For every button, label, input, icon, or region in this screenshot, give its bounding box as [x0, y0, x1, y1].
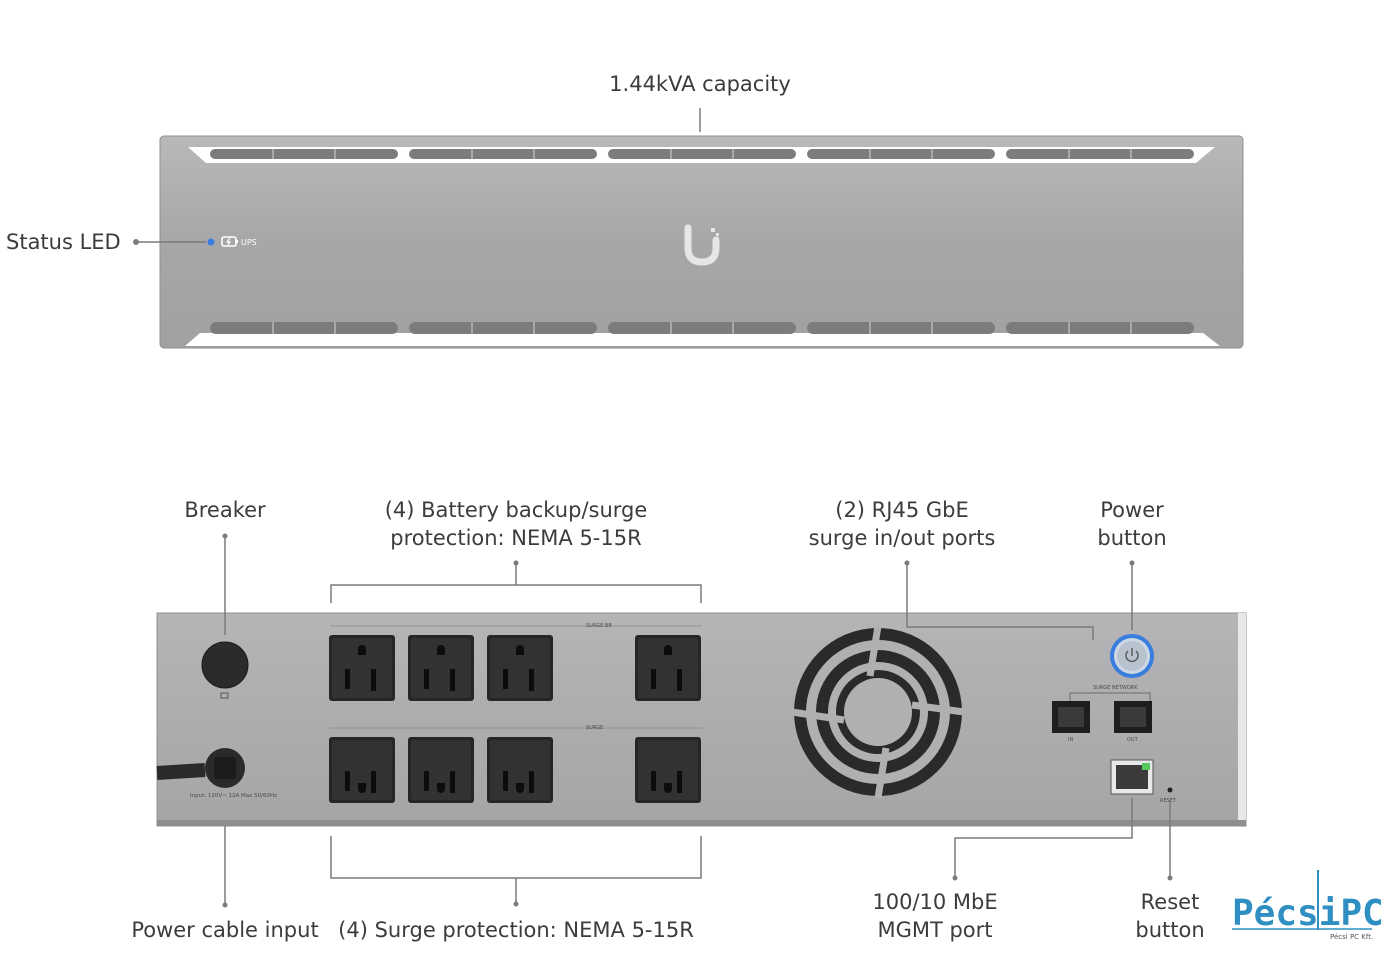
nema-outlet-icon	[408, 635, 474, 701]
status-led-label: Status LED	[6, 230, 121, 254]
nema-outlet-icon	[635, 737, 701, 803]
in-text: IN	[1068, 737, 1073, 743]
rj45-ports-label: (2) RJ45 GbE surge in/out ports	[808, 498, 996, 550]
battery-outlets-label: (4) Battery backup/surge protection: NEM…	[384, 498, 648, 550]
power-button-label: Power button	[1097, 498, 1167, 550]
reset-button-label: Reset button	[1135, 890, 1205, 942]
nema-outlet-icon	[487, 635, 553, 701]
breaker-label: Breaker	[184, 498, 266, 522]
surge-network-text: SURGE NETWORK	[1093, 685, 1138, 691]
power-inlet-icon	[156, 748, 245, 788]
surge-bb-text: SURGE BB	[586, 623, 612, 629]
rj45-out-port-icon	[1114, 701, 1152, 733]
logo-sub-text: Pécsi PC Kft.	[1330, 933, 1373, 941]
input-rating-text: Input: 120V~ 12A Max 50/60Hz	[190, 793, 277, 799]
fan-icon	[791, 625, 965, 799]
out-text: OUT	[1127, 737, 1139, 743]
power-button-icon	[1110, 634, 1154, 678]
pecsipc-logo: PécsiPC Pécsi PC Kft.	[1232, 870, 1384, 941]
ups-text: UPS	[241, 238, 257, 247]
nema-outlet-icon	[408, 737, 474, 803]
status-led-icon	[207, 238, 215, 246]
mgmt-port-label: 100/10 MbE MGMT port	[872, 890, 998, 942]
logo-text: PécsiPC	[1232, 893, 1384, 934]
front-bottom-vents	[210, 322, 1194, 334]
nema-outlet-icon	[487, 737, 553, 803]
reset-hole-icon	[1167, 787, 1173, 793]
front-unit: UPS	[159, 135, 1244, 349]
capacity-label: 1.44kVA capacity	[609, 72, 791, 96]
reset-text: RESET	[1160, 798, 1177, 804]
nema-outlet-icon	[329, 737, 395, 803]
mgmt-port-icon	[1110, 759, 1154, 795]
power-input-label: Power cable input	[131, 918, 319, 942]
rear-unit: Input: 120V~ 12A Max 50/60Hz SURGE BB SU…	[156, 612, 1247, 827]
rj45-in-port-icon	[1052, 701, 1090, 733]
battery-outlets	[329, 635, 701, 701]
surge-outlets	[329, 737, 701, 803]
nema-outlet-icon	[329, 635, 395, 701]
ubiquiti-logo-icon	[684, 224, 720, 266]
surge-outlets-label: (4) Surge protection: NEMA 5-15R	[338, 918, 694, 942]
nema-outlet-icon	[635, 635, 701, 701]
surge-text: SURGE	[586, 725, 603, 731]
front-top-vents	[210, 149, 1194, 159]
battery-icon	[221, 236, 238, 247]
breaker-icon	[201, 641, 249, 689]
